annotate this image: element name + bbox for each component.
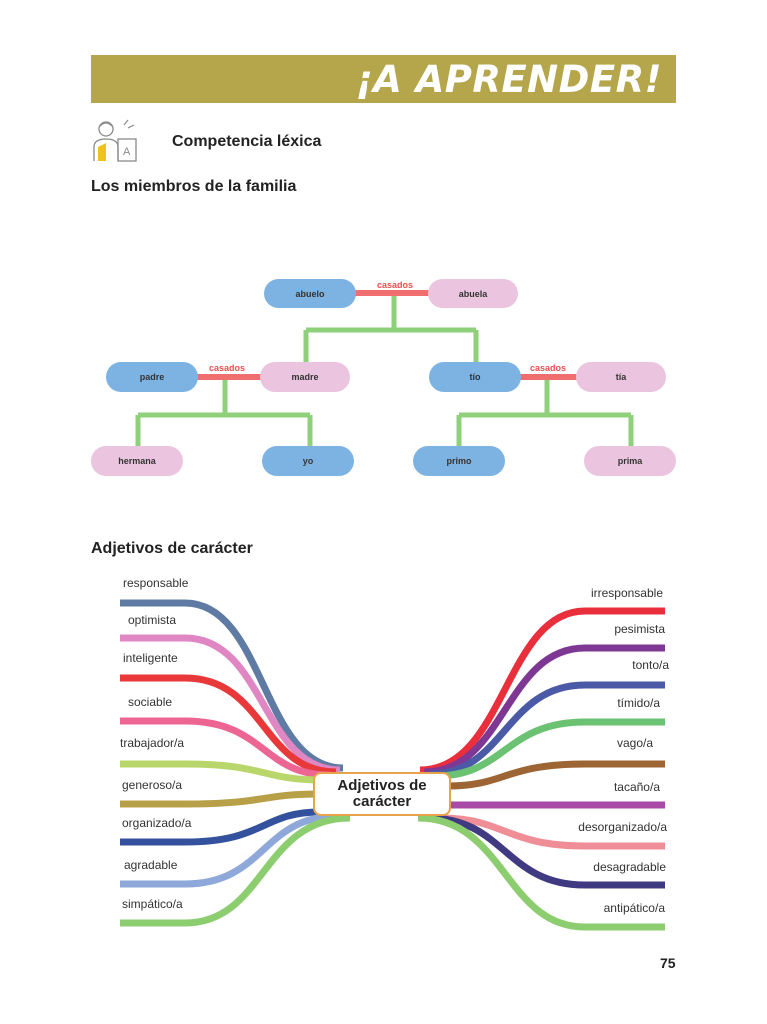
married-label-grandparents: casados	[377, 280, 413, 290]
family-node-tia	[576, 362, 666, 392]
adjective-branch-right	[429, 681, 665, 778]
family-node-tia-label: tía	[616, 372, 627, 382]
family-node-yo	[262, 446, 354, 476]
adjective-branch-right	[419, 607, 665, 774]
adjectives-heading: Adjetivos de carácter	[91, 540, 253, 557]
adjective-label-left: simpático/a	[122, 897, 183, 911]
married-label-uncles: casados	[530, 363, 566, 373]
family-node-abuela-label: abuela	[459, 289, 489, 299]
page-number: 75	[660, 955, 676, 971]
adjective-label-left: generoso/a	[122, 778, 182, 792]
family-heading: Los miembros de la familia	[91, 178, 297, 195]
adjective-branch-left	[120, 634, 341, 774]
adjective-branch-right	[435, 718, 665, 780]
header-banner: ¡A APRENDER!	[91, 55, 676, 103]
adjective-label-right: tonto/a	[632, 658, 669, 672]
student-writing-icon: A	[93, 119, 137, 162]
family-node-prima-label: prima	[618, 456, 644, 466]
family-node-tio-label: tío	[470, 372, 481, 382]
adjective-label-right: vago/a	[617, 736, 653, 750]
family-node-hermana	[91, 446, 183, 476]
family-node-padre	[106, 362, 198, 392]
family-node-tio	[429, 362, 521, 392]
family-node-prima	[584, 446, 676, 476]
adjective-branch-left	[120, 808, 321, 846]
adjective-branch-right	[417, 814, 665, 931]
adjective-branch-right	[439, 814, 665, 850]
adjective-label-left: agradable	[124, 858, 178, 872]
adjective-label-left: responsable	[123, 576, 189, 590]
adjective-branch-left	[120, 790, 319, 808]
adjective-label-left: optimista	[128, 613, 176, 627]
banner-title: ¡A APRENDER!	[355, 57, 662, 101]
adjective-branch-left	[120, 812, 339, 888]
family-node-hermana-label: hermana	[118, 456, 157, 466]
adjective-label-left: sociable	[128, 695, 172, 709]
adjective-label-right: tímido/a	[617, 696, 660, 710]
adjective-labels: responsable optimista inteligente sociable t…	[120, 576, 669, 915]
adjective-branch-right	[447, 760, 665, 790]
adjective-label-right: pesimista	[614, 622, 665, 636]
adjective-branch-right	[427, 814, 665, 889]
family-node-primo	[413, 446, 505, 476]
adjective-label-right: antipático/a	[604, 901, 666, 915]
adjective-label-right: desorganizado/a	[578, 820, 667, 834]
adjective-branch-left	[120, 717, 331, 779]
family-node-abuela	[428, 279, 518, 308]
section-title: Competencia léxica	[172, 133, 322, 150]
adjective-label-right: tacaño/a	[614, 780, 660, 794]
family-node-abuelo	[264, 279, 356, 308]
adjective-branch-right	[423, 644, 665, 776]
family-node-madre	[260, 362, 350, 392]
adjective-branch-left	[120, 599, 344, 772]
adjective-branches	[120, 599, 665, 931]
family-node-yo-label: yo	[303, 456, 314, 466]
adjective-branch-left	[120, 814, 351, 927]
adjective-label-left: inteligente	[123, 651, 178, 665]
family-node-madre-label: madre	[291, 372, 318, 382]
adjective-label-right: irresponsable	[591, 586, 663, 600]
adjective-branch-left	[120, 674, 337, 776]
adjective-branch-left	[120, 760, 323, 784]
married-lines	[190, 290, 580, 380]
icon-letter: A	[123, 146, 131, 158]
adjective-label-right: desagradable	[593, 860, 666, 874]
family-node-padre-label: padre	[140, 372, 165, 382]
descent-lines	[135, 293, 634, 449]
family-node-primo-label: primo	[446, 456, 472, 466]
married-label-parents: casados	[209, 363, 245, 373]
adjective-label-left: trabajador/a	[120, 736, 184, 750]
family-node-abuelo-label: abuelo	[295, 289, 325, 299]
adjective-label-left: organizado/a	[122, 816, 192, 830]
adjectives-center-box: Adjetivos de carácter	[313, 772, 451, 816]
